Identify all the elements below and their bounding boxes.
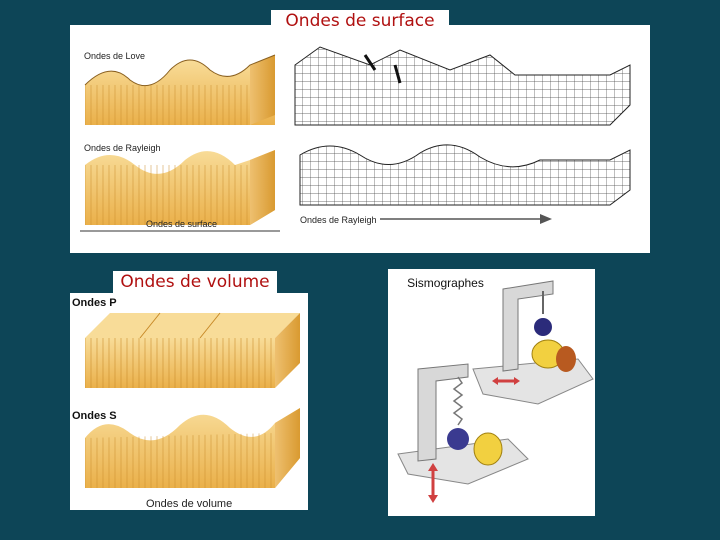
volume-caption: Ondes de volume [146,498,233,510]
seismographs-title: Sismographes [393,273,498,293]
rayleigh-waves-label: Ondes de Rayleigh [84,143,161,153]
rayleigh-arrow-label: Ondes de Rayleigh [300,215,377,225]
body-waves-illustration [85,312,300,488]
seismograph-illustration [397,280,594,503]
love-waves-label: Ondes de Love [84,51,146,61]
body-waves-figure: Ondes P Ondes S Ondes de volume [70,293,308,510]
p-waves-label: Ondes P [72,297,117,309]
s-waves-label: Ondes S [72,410,117,422]
surface-waves-illustration [80,46,631,232]
body-waves-title: Ondes de volume [113,271,277,295]
seismographs-figure [388,269,595,516]
surface-waves-figure: Ondes de Love Ondes de Rayleigh Ondes de… [70,25,650,253]
surface-caption: Ondes de surface [146,219,218,229]
surface-waves-title: Ondes de surface [271,10,449,34]
